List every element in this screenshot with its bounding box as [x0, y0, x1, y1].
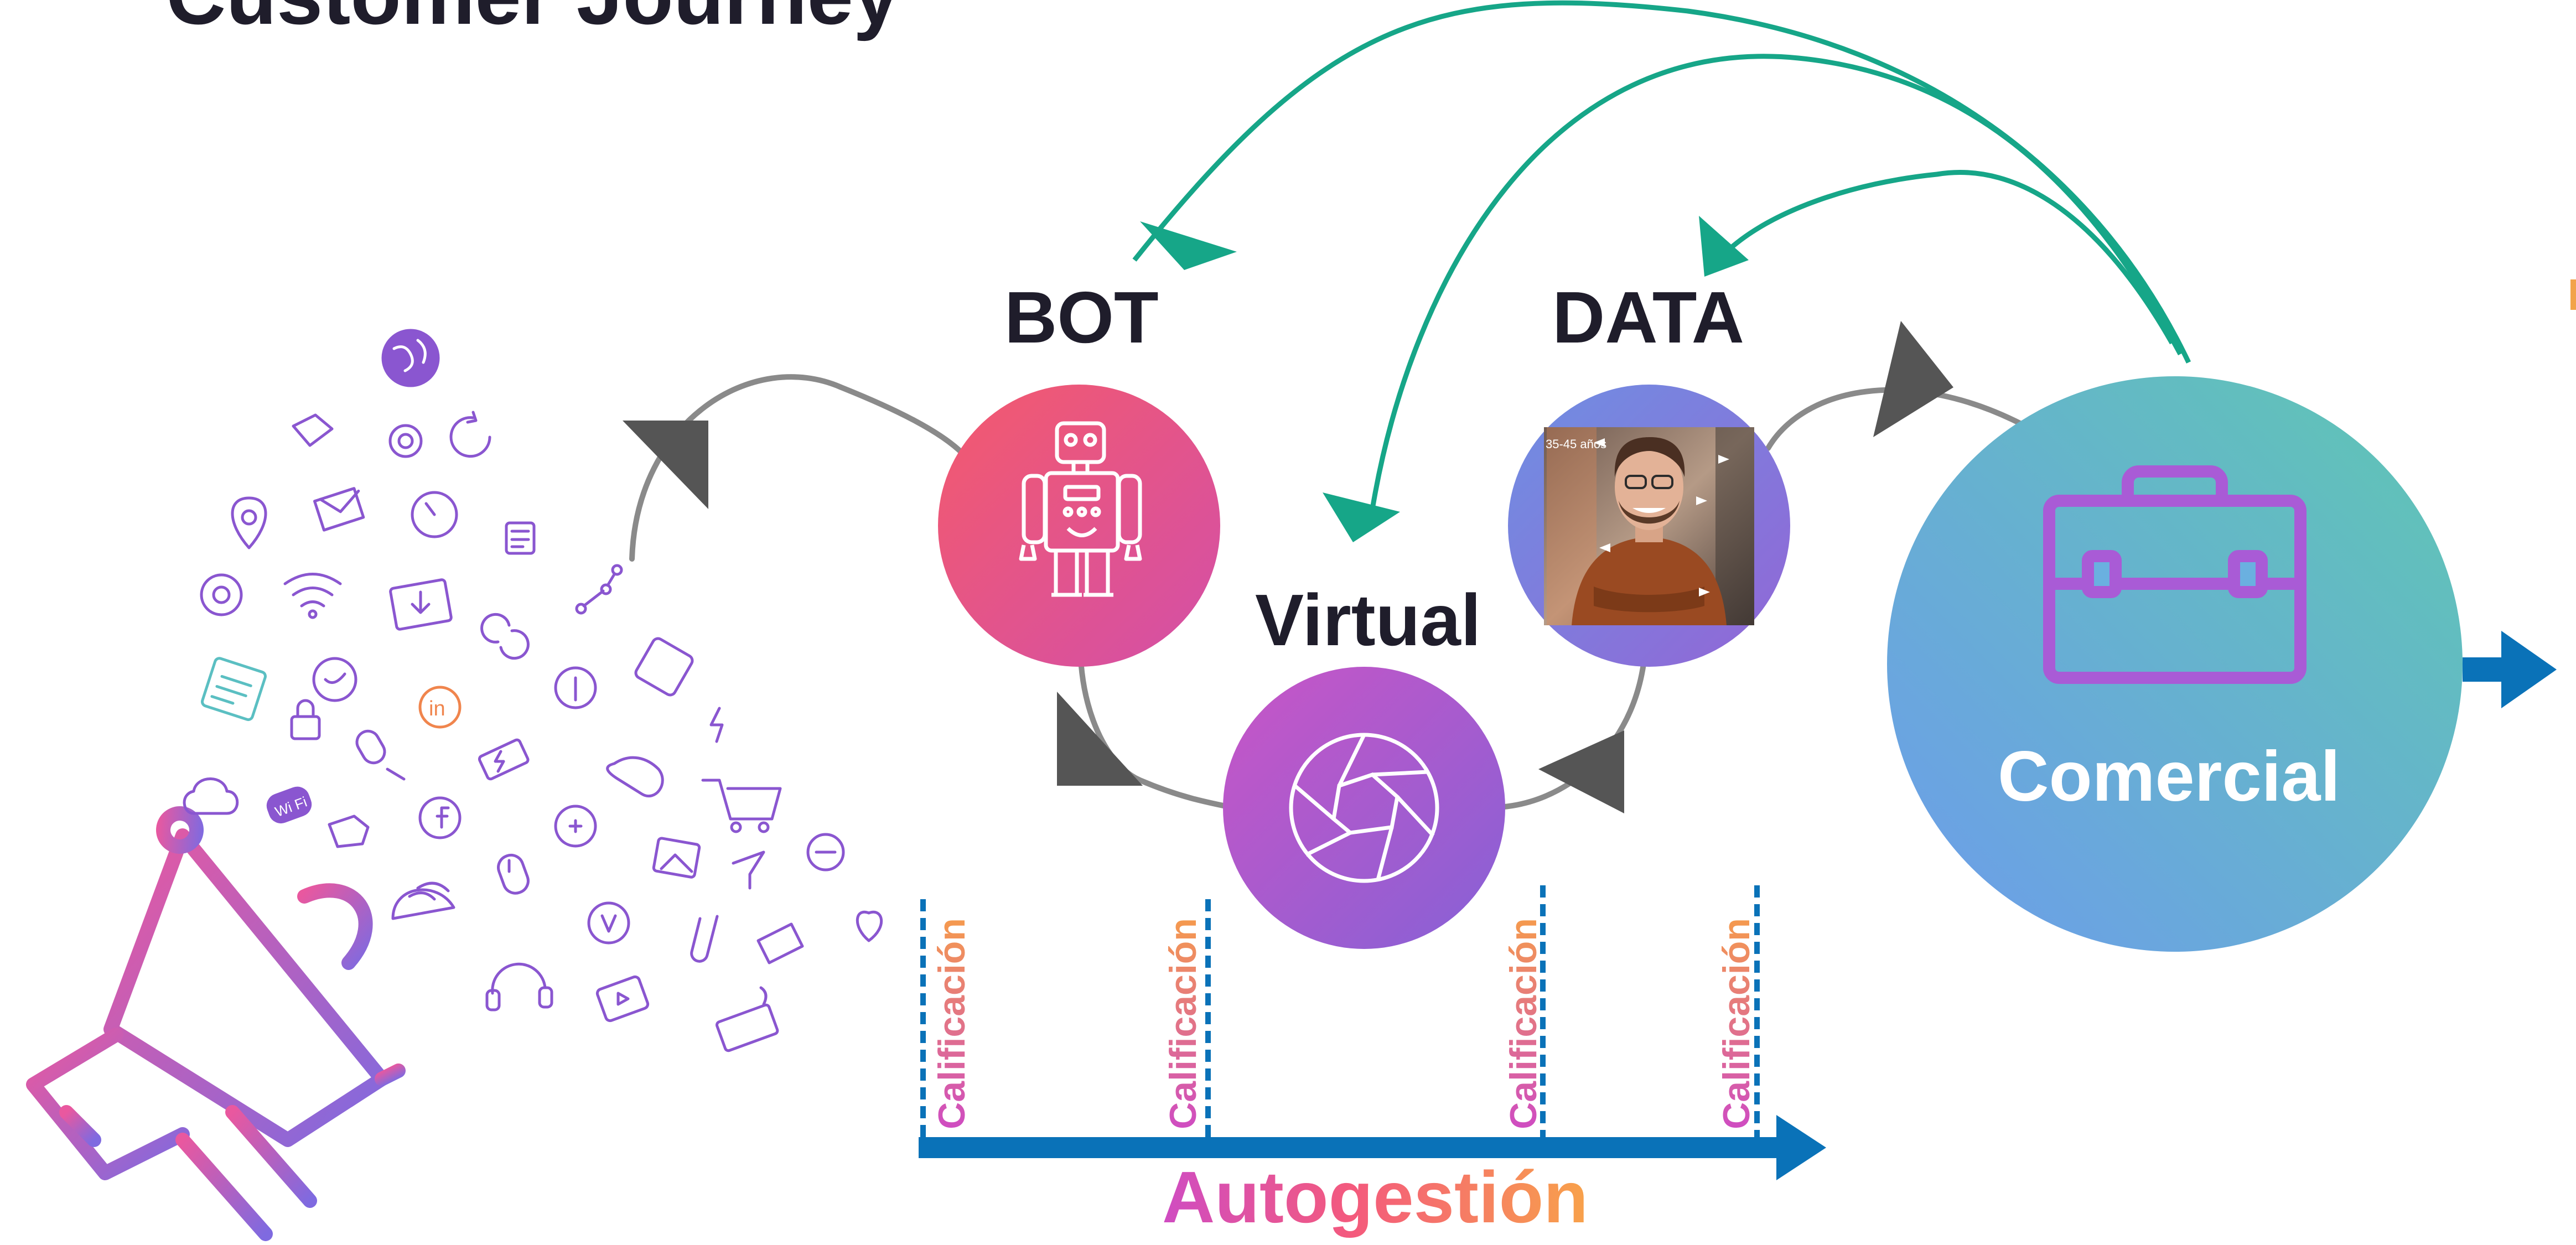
sync-icon	[480, 613, 530, 660]
cart-icon	[701, 779, 782, 833]
gamepad-icon	[606, 756, 664, 798]
price-tag-icon	[328, 815, 370, 848]
calificacion-label-1: Calificación	[931, 918, 973, 1129]
twitter-icon	[312, 657, 357, 702]
megaphone-icon	[26, 806, 406, 1241]
checkpoint-lines	[920, 885, 1760, 1137]
pinterest-icon	[554, 666, 597, 709]
satellite-icon	[391, 881, 455, 920]
connector-icons-to-bot	[629, 374, 966, 562]
timer-icon	[411, 491, 458, 538]
arrowhead-4	[1873, 321, 1953, 437]
autogestion-timeline	[919, 1115, 1826, 1180]
heart-icon	[856, 910, 883, 942]
feedback-to-virtual	[1370, 54, 2183, 510]
comercial-circle	[1887, 376, 2463, 952]
vine-icon	[587, 901, 630, 945]
video-icon	[595, 975, 650, 1023]
mail-icon	[313, 487, 365, 532]
headphones-icon	[485, 962, 553, 1011]
mouse-icon	[497, 853, 530, 895]
robot-icon	[1019, 421, 1142, 597]
arrowhead-2	[1057, 692, 1143, 786]
page-title: Customer Journey	[166, 0, 899, 43]
data-label: DATA	[1552, 277, 1745, 358]
timeline-arrowhead	[1776, 1115, 1826, 1180]
channel-icons-cloud: in Wi Fi	[183, 329, 883, 1052]
bot-label: BOT	[1004, 277, 1159, 358]
bot-circle	[938, 385, 1220, 667]
target-icon	[388, 424, 423, 458]
bot-node	[938, 385, 1220, 667]
flash-icon	[709, 707, 724, 743]
keyboard-icon	[715, 986, 779, 1052]
feedback-arrows	[1132, 0, 2191, 510]
person-photo: 35-45 años	[1544, 427, 1754, 625]
briefcase-icon	[2043, 465, 2307, 684]
wifi-badge-icon: Wi Fi	[266, 786, 312, 824]
download-screen-icon	[389, 578, 453, 631]
zoom-out-icon	[806, 833, 845, 872]
refresh-icon	[449, 411, 491, 458]
edge-mark	[2570, 279, 2576, 310]
lock-icon	[290, 699, 321, 740]
facebook-icon	[418, 796, 462, 839]
globe-icon	[381, 329, 440, 387]
tag-doc-icon	[292, 413, 334, 447]
comercial-node	[1887, 376, 2463, 952]
timeline-bar	[919, 1137, 1782, 1158]
virtual-label: Virtual	[1255, 579, 1481, 661]
svg-text:in: in	[429, 697, 445, 720]
feedback-head-bot	[1140, 221, 1237, 270]
funnel-icon	[732, 850, 765, 890]
cloud-sync-icon	[183, 777, 239, 815]
wifi-icon	[283, 573, 342, 619]
battery-icon	[478, 738, 530, 781]
shield-card-icon	[634, 637, 694, 697]
feedback-head-data	[1699, 216, 1749, 277]
comercial-label: Comercial	[1998, 737, 2340, 816]
virtual-circle	[1223, 667, 1505, 949]
calificacion-label-4: Calificación	[1715, 918, 1758, 1129]
at-sign-icon	[200, 573, 243, 616]
calificacion-label-3: Calificación	[1502, 918, 1544, 1129]
path-nodes-icon	[575, 564, 623, 615]
image-icon	[652, 837, 701, 879]
microphone-icon	[355, 729, 406, 781]
camera-shutter-icon	[1289, 733, 1439, 883]
newspaper-icon	[200, 657, 267, 722]
paperclip-icon	[690, 915, 719, 963]
arrowhead-3	[1538, 730, 1624, 813]
google-plus-icon	[554, 805, 597, 848]
feedback-head-virtual	[1323, 492, 1400, 542]
connector-data-to-comercial	[1765, 387, 2028, 451]
data-node: 35-45 años	[1508, 385, 1790, 667]
feedback-to-data	[1724, 170, 2174, 345]
folder-icon	[756, 922, 804, 964]
timeline-label: Autogestión	[1162, 1156, 1588, 1238]
output-arrow	[2463, 631, 2557, 708]
cycle-arrowheads	[623, 321, 1953, 813]
feedback-arrowheads	[1140, 216, 1749, 542]
location-pin-icon	[231, 496, 267, 549]
news-icon	[505, 521, 536, 555]
calificacion-label-2: Calificación	[1162, 918, 1204, 1129]
arrowhead-1	[623, 421, 708, 509]
photo-overlay-text: 35-45 años	[1546, 437, 1606, 451]
linkedin-icon: in	[418, 686, 462, 729]
virtual-node	[1223, 667, 1505, 949]
